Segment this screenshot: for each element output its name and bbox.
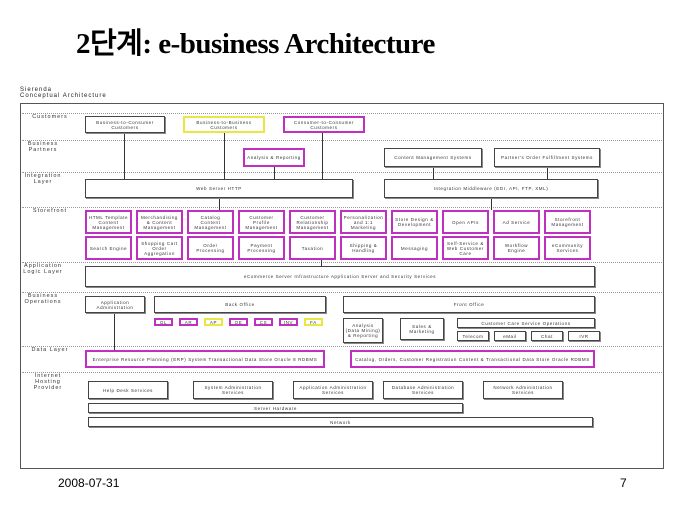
storefront-component: Store Design & Development xyxy=(391,210,438,234)
lane-divider xyxy=(22,262,662,263)
back-office-module: OE xyxy=(229,318,248,326)
lane-divider xyxy=(22,140,662,141)
catalog-data-store: Catalog, Orders, Customer Registration C… xyxy=(350,350,595,368)
storefront-component: Messaging xyxy=(391,236,438,260)
storefront-component: Catalog Content Management xyxy=(187,210,234,234)
slide-title: 2단계: e-business Architecture xyxy=(76,28,435,60)
back-office-module: FA xyxy=(304,318,323,326)
storefront-component: Merchandising & Content Management xyxy=(136,210,183,234)
customer-b2b: Business-to-Business Customers xyxy=(183,116,265,133)
partner-analysis: Analysis & Reporting xyxy=(243,148,305,167)
back-office-module: AR xyxy=(179,318,198,326)
network: Network xyxy=(88,417,593,427)
partner-order-fulfillment: Partner's Order Fulfillment Systems xyxy=(494,148,600,167)
care-channel: IVR xyxy=(568,331,600,341)
back-office-module: INV xyxy=(279,318,298,326)
lane-hosting: Internet Hosting Provider xyxy=(33,373,63,391)
care-channel: eMail xyxy=(494,331,526,341)
storefront-component: Personalization and 1:1 Marketing xyxy=(340,210,387,234)
storefront-component: Customer Profile Management xyxy=(238,210,285,234)
lane-divider xyxy=(22,346,662,347)
storefront-component: Ad Service xyxy=(493,210,540,234)
storefront-component: Storefront Management xyxy=(544,210,591,234)
lane-customers: Customers xyxy=(32,114,68,120)
storefront-component: Customer Relationship Management xyxy=(289,210,336,234)
storefront-component: Shipping & Handling xyxy=(340,236,387,260)
storefront-component: Order Processing xyxy=(187,236,234,260)
connector xyxy=(547,167,548,179)
footer-date: 2008-07-31 xyxy=(58,476,120,490)
back-office-module: CS xyxy=(254,318,273,326)
help-desk-services: Help Desk Services xyxy=(88,381,168,399)
back-office-module: GL xyxy=(154,318,173,326)
lane-data-layer: Data Layer xyxy=(31,347,69,353)
connector xyxy=(321,258,322,266)
system-admin-services: System Administration Services xyxy=(193,381,273,399)
lane-divider xyxy=(22,292,662,293)
back-office-module: AP xyxy=(204,318,223,326)
caption-line: Sierenda xyxy=(20,87,53,93)
diagram-frame xyxy=(20,103,664,469)
storefront-component: Taxation xyxy=(289,236,336,260)
storefront-component: HTML Template Content Management xyxy=(85,210,132,234)
network-admin-services: Network Administration Services xyxy=(483,381,563,399)
caption-line: Conceptual Architecture xyxy=(20,93,107,99)
lane-divider xyxy=(22,207,662,208)
customer-b2c: Business-to-Consumer Customers xyxy=(85,116,165,133)
storefront-component: Shopping Cart Order Aggregation xyxy=(136,236,183,260)
back-office: Back Office xyxy=(154,296,326,313)
lane-storefront: Storefront xyxy=(32,208,68,214)
erp-data-store: Enterprise Resource Planning (ERP) Syste… xyxy=(85,350,325,368)
lane-divider xyxy=(22,372,662,373)
storefront-component: Open APIs xyxy=(442,210,489,234)
lane-app-logic: Application Logic Layer xyxy=(23,263,63,275)
connector xyxy=(219,198,220,210)
storefront-component: Workflow Engine xyxy=(493,236,540,260)
partner-content-mgmt: Content Management Systems xyxy=(384,148,482,167)
connector xyxy=(433,167,434,179)
lane-integration: Integration Layer xyxy=(24,173,62,185)
front-office: Front Office xyxy=(343,296,595,313)
ecommerce-server-infrastructure: eCommerce Server Infrastructure Applicat… xyxy=(85,266,595,287)
storefront-component: Self-Service & Web Customer Care xyxy=(442,236,489,260)
connector xyxy=(114,313,115,351)
lane-business-partners: Business Partners xyxy=(27,141,59,153)
page-number: 7 xyxy=(620,476,627,490)
connector xyxy=(491,198,492,210)
integration-middleware: Integration Middleware (EDI, API, FTP, X… xyxy=(384,179,598,198)
connector xyxy=(322,133,323,179)
connector xyxy=(274,167,275,179)
customer-c2c: Consumer-to-Consumer Customers xyxy=(283,116,365,133)
analysis-data-mining: Analysis (Data Mining) & Reporting xyxy=(343,318,383,343)
database-admin-services: Database Administration Services xyxy=(383,381,463,399)
lane-divider xyxy=(22,172,662,173)
storefront-component: eCommunity Services xyxy=(544,236,591,260)
server-hardware: Server Hardware xyxy=(88,403,463,413)
lane-business-operations: Business Operations xyxy=(24,293,62,305)
storefront-component: Payment Processing xyxy=(238,236,285,260)
care-channel: Chat xyxy=(531,331,563,341)
web-server: Web Server HTTP xyxy=(85,179,353,198)
application-admin-services: Application Administration Services xyxy=(293,381,373,399)
storefront-component: Search Engine xyxy=(85,236,132,260)
application-administration: Application Administration xyxy=(85,296,145,313)
diagram-caption: Sierenda Conceptual Architecture xyxy=(20,87,107,99)
care-channel: Telecom xyxy=(457,331,489,341)
lane-divider xyxy=(22,113,662,114)
connector xyxy=(224,133,225,179)
sales-marketing: Sales & Marketing xyxy=(400,318,444,340)
customer-care-operations: Customer Care Service Operations xyxy=(457,318,595,328)
connector xyxy=(124,133,125,179)
